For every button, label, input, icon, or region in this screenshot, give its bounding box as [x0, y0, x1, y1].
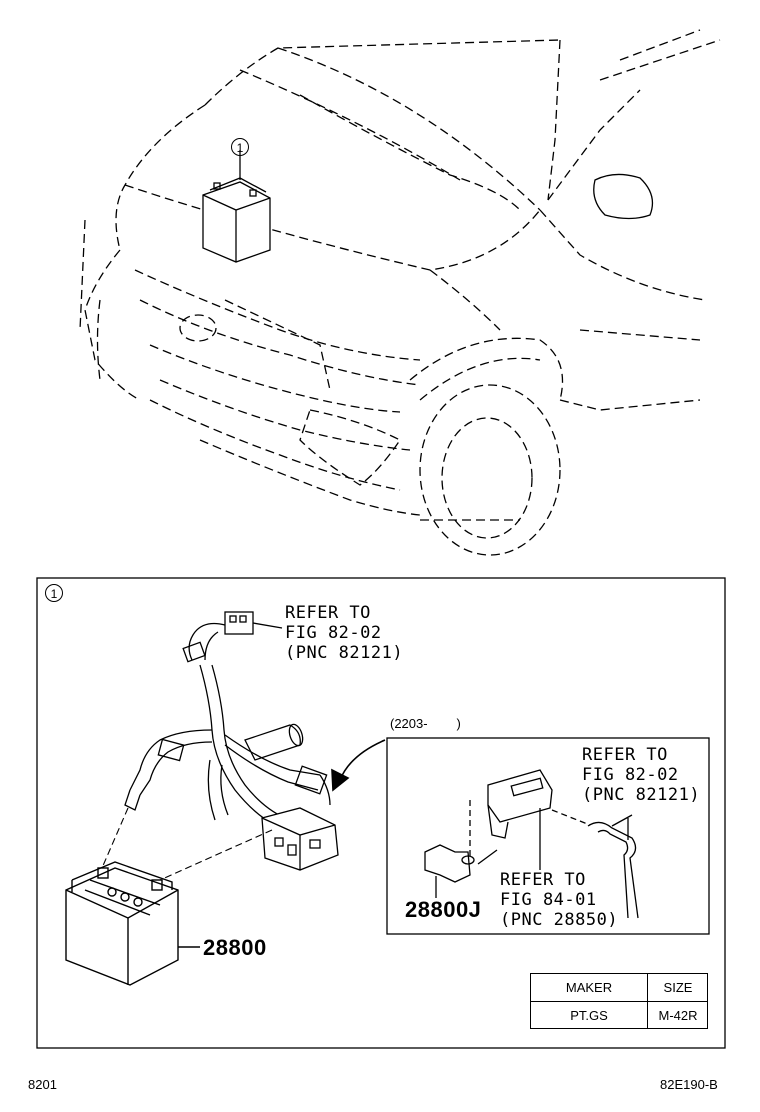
refer-inset-bottom-line-3: (PNC 28850): [500, 910, 619, 930]
wiring-harness-icon: [124, 611, 339, 871]
spec-table-header-row: MAKER SIZE: [531, 974, 707, 1002]
refer-harness-line-2: FIG 82-02: [285, 623, 382, 643]
figure-code: 82E190-B: [660, 1077, 718, 1092]
inset-frame: [386, 737, 710, 935]
detail-frame: [36, 577, 726, 1049]
engine-bay-battery-icon: [202, 150, 271, 263]
refer-inset-top-line-1: REFER TO: [582, 745, 668, 765]
refer-inset-top-line-2: FIG 82-02: [582, 765, 679, 785]
part-number-28800j: 28800J: [405, 897, 482, 922]
callout-1-frame-marker: 1: [45, 584, 63, 602]
callout-1-marker: 1: [231, 138, 249, 156]
refer-harness-line-1: REFER TO: [285, 603, 371, 623]
refer-inset-top-line-3: (PNC 82121): [582, 785, 701, 805]
spec-cell-size: M-42R: [658, 1008, 698, 1023]
refer-inset-bottom-line-1: REFER TO: [500, 870, 586, 890]
spec-cell-maker: PT.GS: [531, 1002, 648, 1029]
date-range-label: (2203- ): [390, 716, 461, 731]
spec-table-row: PT.GS M-42R: [531, 1002, 707, 1029]
refer-inset-bottom-line-2: FIG 84-01: [500, 890, 597, 910]
spec-table: MAKER SIZE PT.GS M-42R: [530, 973, 708, 1029]
inset-arrow-icon: [331, 739, 386, 792]
spec-header-size: SIZE: [663, 980, 693, 995]
vehicle-outline: [79, 29, 721, 556]
inset-components: [424, 769, 639, 919]
battery-icon: [65, 861, 200, 986]
page-code: 8201: [28, 1077, 57, 1092]
refer-harness-line-3: (PNC 82121): [285, 643, 404, 663]
spec-header-maker: MAKER: [531, 974, 648, 1001]
leader-lines: [101, 807, 273, 881]
part-number-28800: 28800: [203, 935, 267, 960]
